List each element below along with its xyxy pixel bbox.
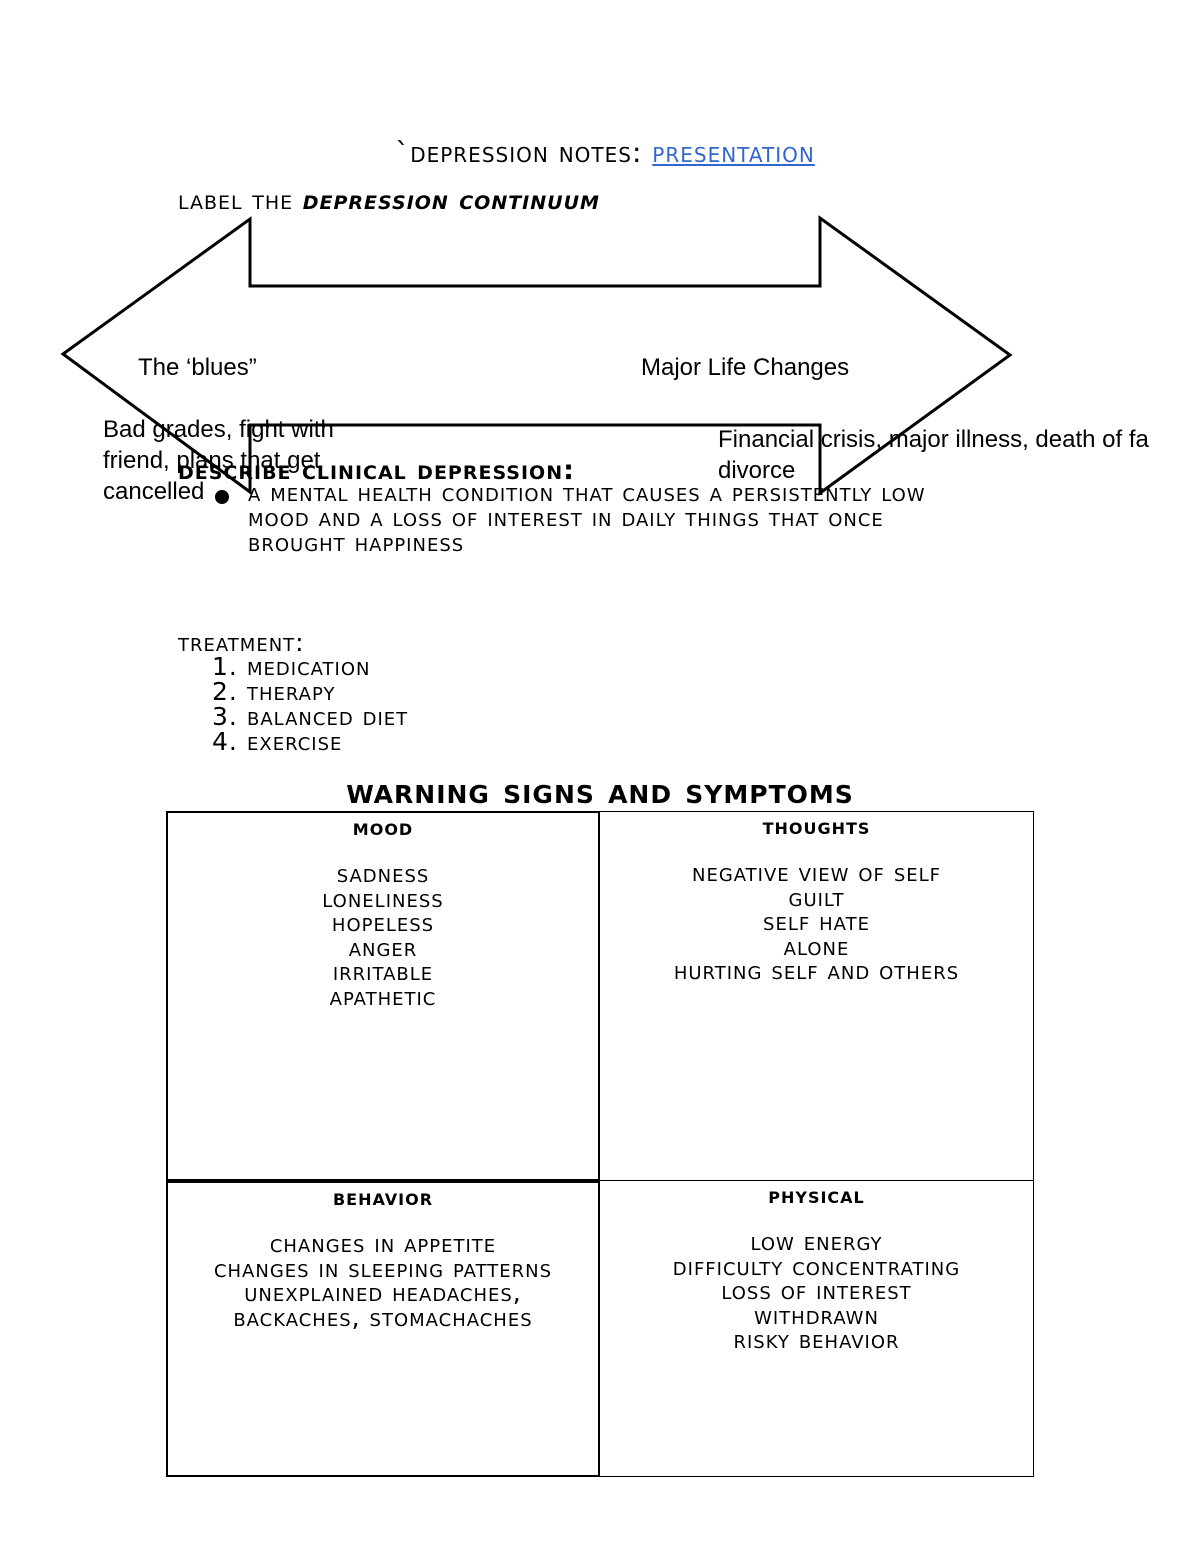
thoughts-cell-title: THOUGHTS bbox=[762, 814, 871, 840]
symptoms-table: MOOD Sadness Loneliness Hopeless Anger I… bbox=[166, 811, 1034, 1477]
list-item: Difficulty concentrating bbox=[672, 1251, 961, 1281]
mood-cell: MOOD Sadness Loneliness Hopeless Anger I… bbox=[166, 811, 600, 1181]
page-title: `Depression Notes: Presentation bbox=[0, 136, 1200, 169]
behavior-items: Changes in appetite Changes in sleeping … bbox=[168, 1229, 598, 1332]
thoughts-items: Negative view of self Guilt Self hate Al… bbox=[600, 858, 1033, 985]
list-item: Apathetic bbox=[329, 981, 437, 1011]
list-item: Unexplained headaches, backaches, stomac… bbox=[233, 1278, 533, 1332]
list-item: Irritable bbox=[332, 957, 434, 986]
list-item: Self hate bbox=[763, 907, 870, 936]
list-item: Hopeless bbox=[331, 908, 435, 937]
thoughts-cell: THOUGHTS Negative view of self Guilt Sel… bbox=[600, 811, 1034, 1181]
list-item: Sadness bbox=[336, 859, 430, 888]
list-item: Guilt bbox=[788, 882, 845, 912]
list-item: Withdrawn bbox=[754, 1300, 879, 1330]
physical-cell-title: Physical bbox=[768, 1183, 865, 1209]
continuum-heading-emph: Depression Continuum bbox=[302, 185, 600, 216]
list-item: Loneliness bbox=[322, 883, 444, 913]
continuum-heading-prefix: Label the bbox=[178, 185, 303, 216]
treatment-list: 1.Medication 2.Therapy 3.Balanced diet 4… bbox=[212, 654, 408, 754]
list-item: Risky behavior bbox=[733, 1325, 900, 1354]
warning-signs-heading: Warning Signs and Symptoms bbox=[346, 772, 854, 812]
treatment-heading: Treatment: bbox=[178, 628, 305, 657]
physical-cell: Physical Low energy Difficulty concentra… bbox=[600, 1181, 1034, 1477]
list-item: Negative view of self bbox=[691, 858, 942, 887]
describe-definition: a mental health condition that causes a … bbox=[248, 478, 926, 557]
list-item: Loss of interest bbox=[721, 1276, 912, 1305]
list-item: Low energy bbox=[750, 1227, 883, 1256]
presentation-link[interactable]: Presentation bbox=[652, 136, 815, 169]
list-item: Changes in appetite bbox=[269, 1229, 497, 1258]
list-item: Alone bbox=[783, 931, 850, 961]
bullet-icon bbox=[215, 490, 229, 504]
continuum-arrow bbox=[60, 215, 1013, 496]
right-examples-line2: divorce bbox=[718, 457, 796, 484]
list-item: 4.exercise bbox=[212, 727, 343, 756]
mood-items: Sadness Loneliness Hopeless Anger Irrita… bbox=[168, 859, 598, 1011]
list-item: 2.Therapy bbox=[212, 677, 336, 706]
continuum-left-label: The ‘blues” bbox=[138, 354, 257, 381]
list-item: 3.Balanced diet bbox=[212, 702, 409, 731]
list-item: 1.Medication bbox=[212, 652, 371, 681]
behavior-cell: Behavior Changes in appetite Changes in … bbox=[166, 1181, 600, 1477]
right-examples-line1: Financial crisis, major illness, death o… bbox=[718, 426, 1149, 453]
describe-heading: Describe clinical Depression: bbox=[178, 455, 575, 486]
title-prefix: `Depression Notes: bbox=[395, 136, 653, 169]
continuum-left-examples: Bad grades, fight with friend, plans tha… bbox=[103, 416, 334, 505]
mood-cell-title: MOOD bbox=[352, 815, 414, 841]
list-item: Changes in sleeping patterns bbox=[213, 1253, 553, 1283]
list-item: Hurting self and others bbox=[673, 956, 960, 985]
continuum-heading: Label the Depression Continuum bbox=[178, 185, 600, 216]
continuum-right-examples: Financial crisis, major illness, death o… bbox=[718, 424, 1200, 486]
continuum-right-label: Major Life Changes bbox=[641, 354, 850, 381]
physical-items: Low energy Difficulty concentrating Loss… bbox=[600, 1227, 1033, 1354]
list-item: Anger bbox=[348, 932, 418, 962]
behavior-cell-title: Behavior bbox=[332, 1185, 434, 1211]
